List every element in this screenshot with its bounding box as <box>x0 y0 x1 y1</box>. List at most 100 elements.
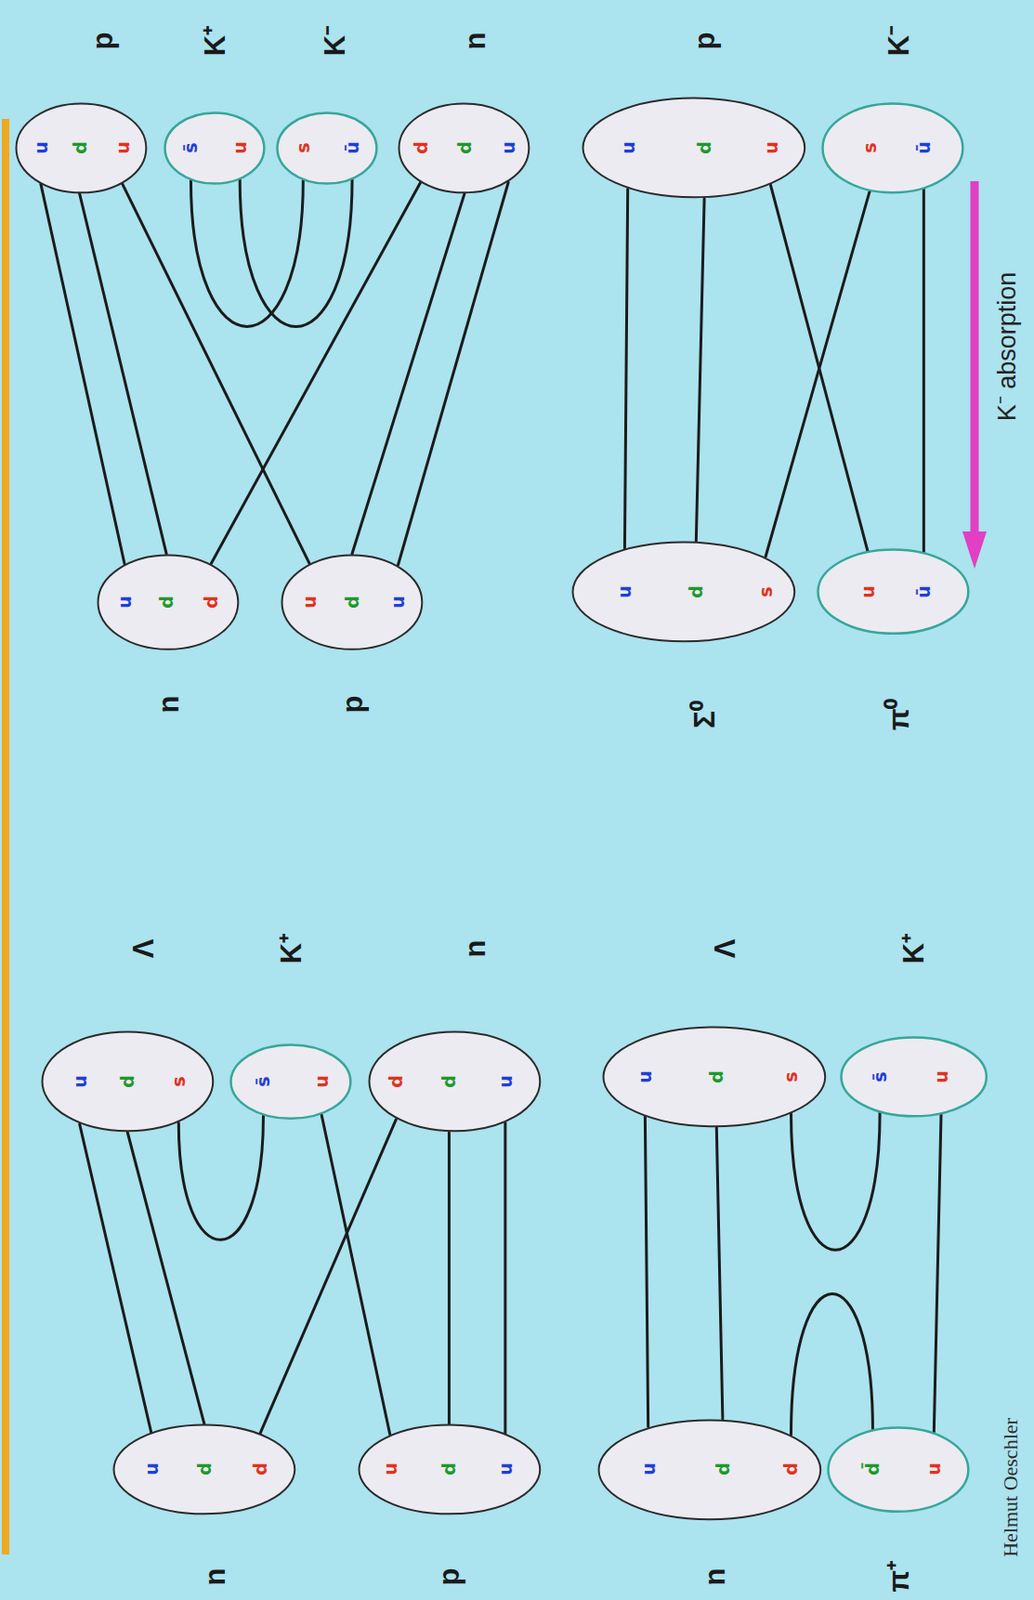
ellipse-shape <box>16 103 147 193</box>
ellipse-shape <box>113 1425 295 1515</box>
meson-ellipse: K⁺s̄u <box>163 111 266 185</box>
quark-symbol: s <box>782 1071 800 1082</box>
ellipse-shape <box>358 1425 540 1515</box>
particle-label: n <box>459 31 489 50</box>
quark-symbol: d <box>387 1074 406 1088</box>
quark-line <box>239 179 353 327</box>
quark-line <box>791 1294 874 1435</box>
ellipse-shape <box>840 1036 986 1116</box>
baryon-ellipse: pudu <box>280 553 424 651</box>
quark-symbol: u <box>761 141 780 155</box>
particle-label: n <box>459 940 489 958</box>
quark-symbol: ū <box>343 141 362 155</box>
ellipse-shape <box>583 98 806 198</box>
meson-ellipse: K⁻sū <box>821 102 965 195</box>
quark-symbol: u <box>113 141 131 155</box>
quark-symbol: s̄ <box>871 1071 890 1082</box>
ellipse-outline <box>826 1426 970 1513</box>
quark-symbol: ū <box>915 141 933 155</box>
baryon-ellipse: Λuds <box>40 1030 215 1133</box>
ellipse-outline <box>816 548 970 635</box>
baryon-ellipse: Λuds <box>602 1025 827 1128</box>
particle-label: K⁺ <box>899 933 929 964</box>
ellipse-shape <box>368 1032 540 1132</box>
quark-line <box>447 1132 451 1424</box>
quark-line <box>624 189 628 550</box>
ellipse-shape <box>603 1026 826 1126</box>
quark-symbol: u <box>70 1074 89 1088</box>
ellipse-shape <box>598 1419 821 1519</box>
ellipse-shape <box>231 1044 352 1118</box>
particle-label: K⁺ <box>276 933 306 964</box>
quark-symbol: u <box>639 1463 657 1477</box>
quark-line <box>178 1115 263 1240</box>
quark-symbol: s <box>294 143 313 154</box>
particle-label: π⁺ <box>883 1560 913 1593</box>
ellipse-outline <box>821 102 965 195</box>
ellipse-shape <box>817 549 969 634</box>
particle-label: K⁻ <box>883 26 913 56</box>
ellipse-outline <box>163 111 266 185</box>
baryon-ellipse: pudu <box>581 96 807 199</box>
particle-label: n <box>199 1567 229 1585</box>
author-credit: Helmut Oeschler <box>1000 1417 1021 1558</box>
quark-line <box>40 183 125 564</box>
baryon-ellipse: nudd <box>112 1423 297 1516</box>
quark-line <box>122 183 310 563</box>
meson-ellipse: K⁺s̄u <box>229 1043 353 1120</box>
quark-symbol: d <box>202 595 221 609</box>
quark-symbol: d <box>782 1463 800 1477</box>
particle-label: K⁻ <box>320 26 350 56</box>
quark-symbol: d <box>695 141 714 155</box>
particle-label: n <box>700 1567 730 1585</box>
quark-line <box>922 189 926 552</box>
quark-symbol: u <box>499 141 518 155</box>
quark-symbol: u <box>142 1463 160 1477</box>
quark-line <box>695 198 705 541</box>
quark-symbol: s <box>757 586 775 597</box>
particle-label: p <box>87 31 117 50</box>
quark-symbol: d <box>70 141 89 155</box>
reaction-note: K⁻ absorption <box>994 272 1021 422</box>
quark-symbol: u <box>313 1074 331 1088</box>
ellipse-outline <box>229 1043 353 1120</box>
particle-label: p <box>338 694 367 713</box>
particle-label: p <box>690 31 720 50</box>
quark-symbol: u <box>496 1463 514 1477</box>
ellipse-outline <box>839 1035 988 1118</box>
ellipse-shape <box>827 1426 969 1511</box>
ellipse-shape <box>98 554 239 649</box>
meson-ellipse: π⁺d̄u <box>826 1426 970 1513</box>
ellipse-shape <box>399 103 530 193</box>
ellipse-shape <box>276 112 377 184</box>
baryon-ellipse: pudu <box>14 102 148 195</box>
reaction-arrow <box>970 181 980 535</box>
ellipse-shape <box>282 554 423 649</box>
quark-symbol: ū <box>915 585 933 599</box>
quark-symbol: s <box>170 1075 188 1087</box>
baryon-ellipse: nudd <box>96 553 240 651</box>
quark-symbol: d <box>707 1070 726 1084</box>
quark-symbol: d <box>343 595 362 609</box>
baryon-ellipse: nddu <box>397 102 531 195</box>
quark-symbol: u <box>231 141 249 155</box>
quark-symbol: u <box>615 585 634 599</box>
quark-symbol: u <box>116 595 134 609</box>
meson-ellipse: π⁰uū <box>816 548 970 635</box>
quark-symbol: u <box>496 1074 514 1088</box>
quark-symbol: d <box>157 595 176 609</box>
particle-label: n <box>154 694 184 713</box>
quark-line <box>79 1124 152 1432</box>
quark-symbol: d <box>440 1463 459 1477</box>
quark-symbol: d <box>687 585 706 599</box>
quark-symbol: u <box>932 1070 951 1084</box>
quark-symbol: u <box>389 595 407 609</box>
quark-line <box>716 1127 723 1419</box>
ellipse-outline <box>275 111 379 185</box>
quark-symbol: u <box>858 585 877 599</box>
quark-line <box>397 182 509 565</box>
quark-symbol: d <box>440 1074 459 1088</box>
baryon-ellipse: Σ⁰uds <box>571 540 797 643</box>
